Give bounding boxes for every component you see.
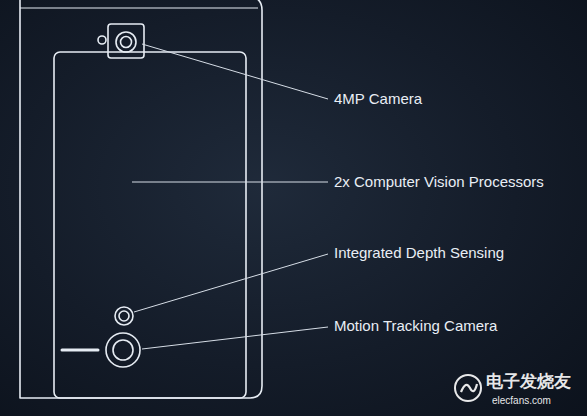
back-panel [54, 52, 246, 398]
flash [98, 36, 106, 44]
leader-line [142, 44, 328, 99]
depth-sensor [115, 307, 133, 325]
camera-lens [116, 32, 136, 52]
leader-line [132, 182, 328, 183]
callout-label: 2x Computer Vision Processors [334, 173, 544, 191]
motion-camera-inner [113, 340, 133, 360]
camera-module [108, 24, 144, 58]
watermark-logo [455, 375, 481, 401]
speaker-slot [62, 349, 98, 352]
watermark-url: elecfans.com [492, 394, 551, 407]
phone-edge [20, 7, 258, 8]
callout-label: 4MP Camera [334, 90, 422, 108]
callout-label: Integrated Depth Sensing [334, 244, 504, 262]
phone-body [20, 0, 262, 398]
depth-sensor-inner [119, 311, 129, 321]
camera-lens-inner [121, 37, 132, 48]
callout-label: Motion Tracking Camera [334, 317, 497, 335]
watermark-text: 电子发烧友 [486, 372, 571, 392]
leader-line [142, 327, 328, 349]
motion-camera [106, 333, 140, 367]
leader-line [134, 254, 328, 312]
